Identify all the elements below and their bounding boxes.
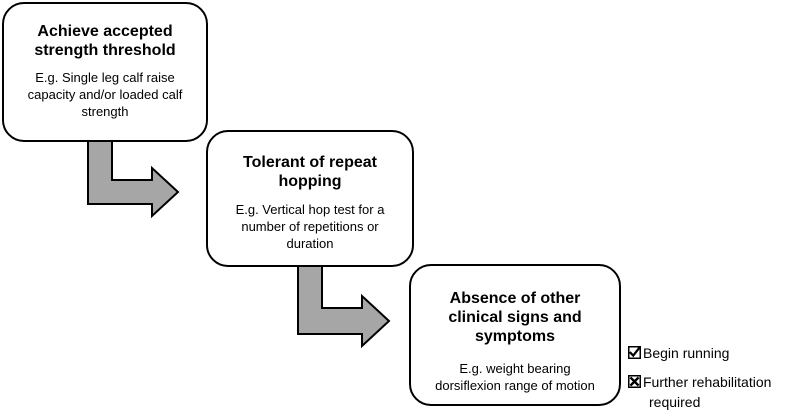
outcome-label-continued: required — [649, 394, 701, 410]
crossed-box-icon — [628, 375, 641, 388]
step-box-clinical-signs: Absence of other clinical signs and symp… — [409, 264, 621, 406]
outcome-begin-running: Begin running — [628, 343, 729, 363]
arrow-step1-to-step2 — [87, 139, 180, 219]
step-title: Tolerant of repeat hopping — [243, 154, 377, 190]
step-box-repeat-hopping: Tolerant of repeat hopping E.g. Vertical… — [206, 130, 414, 267]
outcome-label: Further rehabilitation — [643, 374, 772, 390]
step-description: E.g. Vertical hop test for a number of r… — [235, 202, 385, 251]
arrow-step2-to-step3 — [297, 264, 391, 349]
step-box-strength-threshold: Achieve accepted strength threshold E.g.… — [2, 2, 208, 142]
step-description: E.g. Single leg calf raise capacity and/… — [27, 70, 183, 119]
step-title: Achieve accepted strength threshold — [34, 23, 176, 59]
step-title: Absence of other clinical signs and symp… — [448, 290, 582, 345]
outcome-further-rehabilitation: Further rehabilitation required — [628, 372, 771, 412]
outcome-label: Begin running — [643, 345, 730, 361]
checked-box-icon — [628, 346, 641, 359]
step-description: E.g. weight bearing dorsiflexion range o… — [435, 361, 595, 393]
